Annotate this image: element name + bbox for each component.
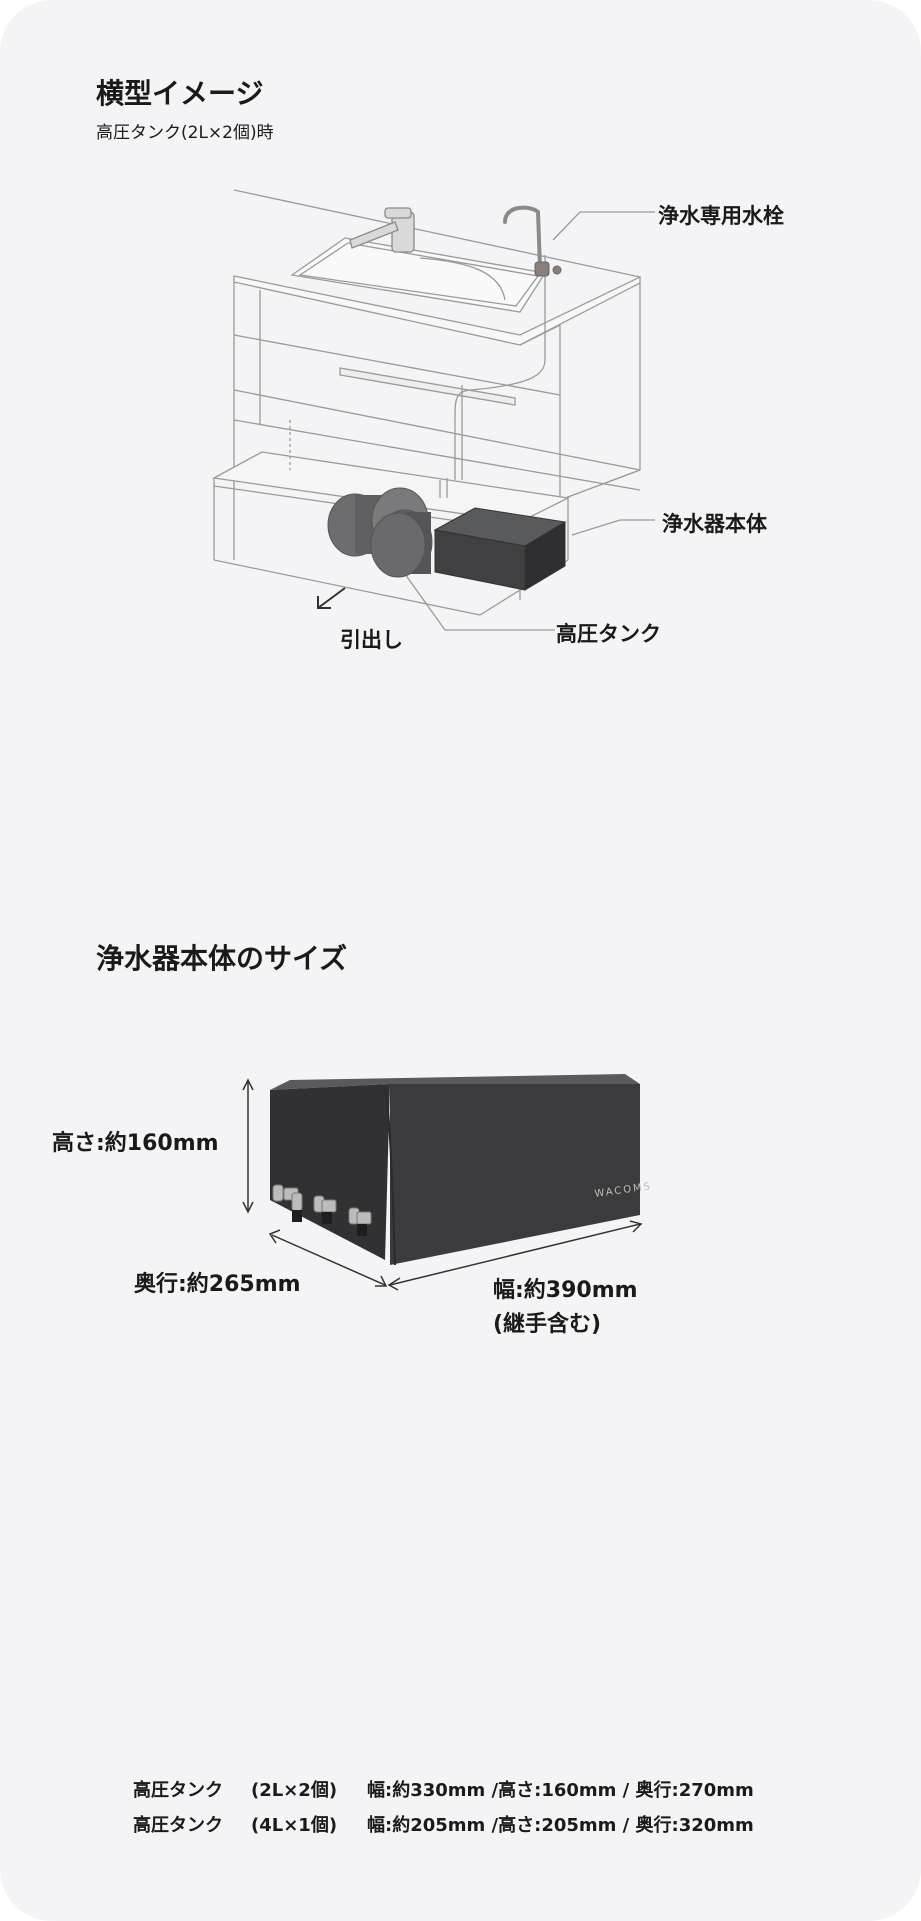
spec-dims: 幅:約330mm /高さ:160mm / 奥行:270mm [367, 1780, 754, 1801]
layout-section-subtitle: 高圧タンク(2L×2個)時 [96, 123, 274, 143]
height-dimension: 高さ:約160mm [52, 1131, 219, 1156]
spec-name: 高圧タンク [133, 1815, 223, 1836]
label-faucet: 浄水専用水栓 [658, 204, 784, 228]
label-purifier-body: 浄水器本体 [662, 512, 767, 536]
depth-dimension: 奥行:約265mm [134, 1272, 301, 1297]
width-dimension: 幅:約390mm [493, 1278, 638, 1303]
spec-name: 高圧タンク [133, 1780, 223, 1801]
width-dimension-note: (継手含む) [493, 1312, 602, 1337]
spec-capacity: (2L×2個) [251, 1780, 338, 1801]
spec-row: 高圧タンク (4L×1個) 幅:約205mm /高さ:205mm / 奥行:320m… [133, 1811, 754, 1837]
layout-section-title: 横型イメージ [96, 77, 264, 110]
sink-cabinet-illustration [211, 189, 655, 631]
label-tank: 高圧タンク [556, 622, 661, 646]
spec-capacity: (4L×1個) [251, 1815, 338, 1836]
purifier-dimension-illustration: WACOMS [242, 1074, 653, 1291]
spec-row: 高圧タンク (2L×2個) 幅:約330mm /高さ:160mm / 奥行:270m… [133, 1776, 754, 1802]
label-drawer: 引出し [340, 628, 403, 652]
size-section-title: 浄水器本体のサイズ [96, 942, 348, 975]
spec-dims: 幅:約205mm /高さ:205mm / 奥行:320mm [367, 1815, 754, 1836]
